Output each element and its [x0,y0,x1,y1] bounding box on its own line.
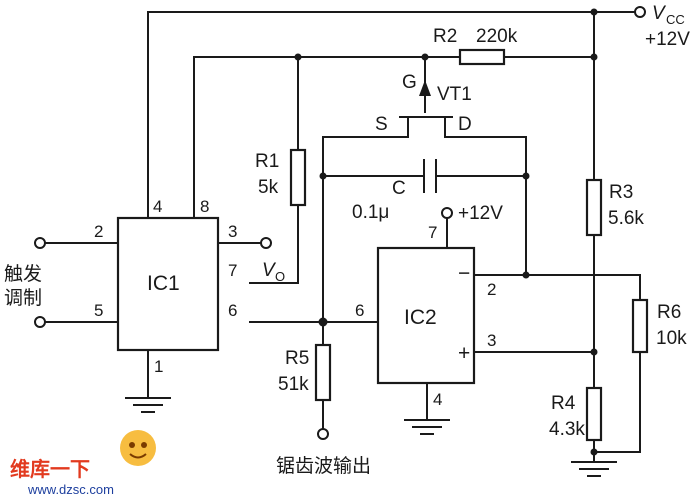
r6-value: 10k [656,328,687,349]
r1-name: R1 [255,151,279,172]
r6-name: R6 [657,302,681,323]
trigger-label-line2: 调制 [4,287,42,309]
ic2: IC2 − + 6 7 2 3 4 +12V [355,203,503,409]
ic1-pin-1: 1 [154,357,163,376]
sawtooth-terminal [317,428,329,440]
r4-value: 4.3k [549,419,585,440]
r5-name: R5 [285,348,309,369]
gate-arrow-icon [419,80,431,96]
ic1-pin-3: 3 [228,222,237,241]
ic2-minus-sign: − [458,262,470,285]
watermark-site: www.dzsc.com [27,482,114,497]
vcc-terminal [634,6,646,18]
wires [43,11,641,463]
vt1-drain-label: D [458,114,472,135]
junction-dots [294,8,598,456]
io-terminals: 触发 调制 V O 锯齿波输出 [4,237,371,477]
trigger-terminal-1 [34,237,46,249]
ic1-pin-6: 6 [228,301,237,320]
vt1-name: VT1 [437,84,472,105]
vcc-symbol: V [652,3,667,24]
vcc-supply: V CC +12V [634,3,690,50]
ic2-pin-6: 6 [355,301,364,320]
ic1-pin-4: 4 [153,197,162,216]
watermark-logo: 维库一下 www.dzsc.com [10,430,156,497]
vcc-subscript: CC [666,12,685,27]
vo-symbol: V [262,260,277,281]
resistor-r3: R3 5.6k [585,178,644,237]
watermark-brand: 维库一下 [10,457,90,481]
vt1-source-label: S [375,114,388,135]
r1-value: 5k [258,177,279,198]
resistor-r4: R4 4.3k [549,386,603,442]
ic2-pin-7: 7 [428,223,437,242]
ic1-pin-7: 7 [228,261,237,280]
trigger-label-line1: 触发 [4,263,42,285]
ic1-pin-5: 5 [94,301,103,320]
trigger-terminal-2 [34,316,46,328]
ic2-plus-sign: + [458,342,470,365]
resistor-r6: R6 10k [631,298,687,354]
ic1-pin-8: 8 [200,197,209,216]
r3-value: 5.6k [608,208,644,229]
resistor-r1: R1 5k [255,148,307,207]
vcc-voltage: +12V [645,29,690,50]
capacitor-name: C [392,178,406,199]
ic2-pin-2: 2 [487,280,496,299]
ic1: IC1 4 8 2 5 3 7 6 1 [94,197,237,376]
vt1-gate-label: G [402,72,417,93]
ic1-label: IC1 [147,272,180,295]
capacitor-value: 0.1μ [352,202,389,223]
r2-name: R2 [433,26,457,47]
resistor-r5: R5 51k [278,343,332,402]
ic2-supply-terminal [441,207,453,219]
ic2-pin-3: 3 [487,331,496,350]
r5-value: 51k [278,374,309,395]
r4-name: R4 [551,393,576,414]
sawtooth-output-label: 锯齿波输出 [276,455,371,477]
resistor-r2: R2 220k [433,26,518,66]
transistor-vt1: G VT1 S D [375,72,472,135]
vo-subscript: O [275,269,285,284]
capacitor-c: C 0.1μ [352,159,437,223]
r2-value: 220k [476,26,518,47]
vo-terminal [260,237,272,249]
ic1-pin-2: 2 [94,222,103,241]
ground-ic1 [125,397,171,413]
ground-ic2 [404,419,450,435]
ic2-label: IC2 [404,306,437,329]
ic2-pin-4: 4 [433,390,442,409]
ground-r4 [571,461,617,477]
r3-name: R3 [609,182,633,203]
ic2-supply-label: +12V [458,203,503,224]
